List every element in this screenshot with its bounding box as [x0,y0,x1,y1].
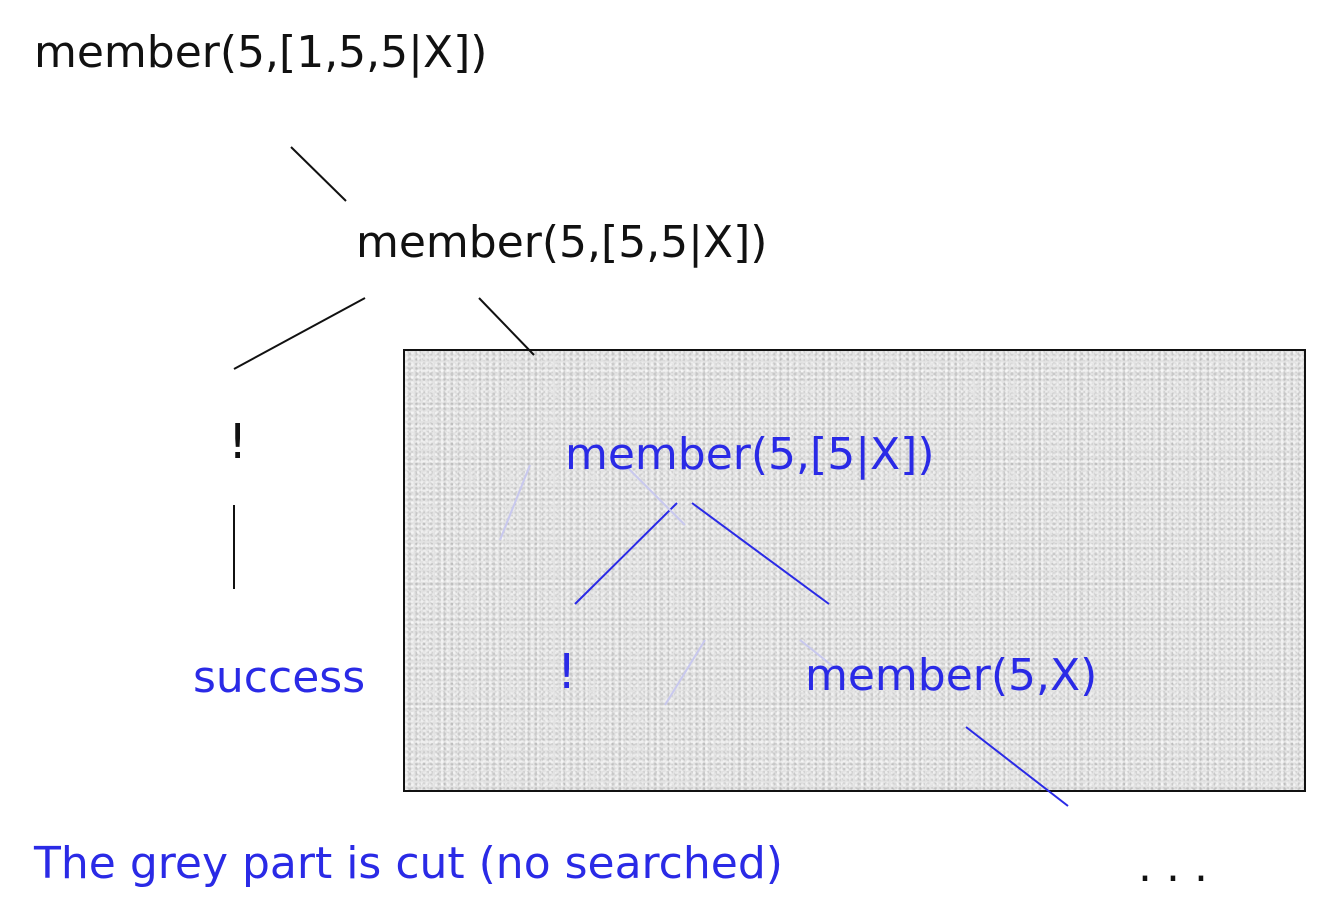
ellipsis-text: . . . [1138,841,1208,892]
edge-root-to-child [290,146,347,202]
faint-edge-4 [799,639,836,669]
root-node: member(5,[1,5,5|X]) [34,27,488,78]
grey-node: member(5,[5|X]) [565,429,935,480]
edge-child-to-left-cut [233,297,366,370]
child-node: member(5,[5,5|X]) [356,217,768,268]
edge-grey-node-to-leaf [691,502,830,605]
caption-text: The grey part is cut (no searched) [34,838,783,889]
faint-edge-2 [624,464,686,526]
edge-leaf-to-ellipsis [965,726,1069,807]
cut-region-box [403,349,1306,792]
faint-edge-1 [499,464,531,541]
edge-child-to-grey [478,297,535,356]
edge-grey-node-to-cut [574,502,678,605]
grey-leaf-node: member(5,X) [805,650,1098,701]
grey-cut-node: ! [557,644,577,700]
faint-edge-3 [664,639,706,706]
success-node: success [193,652,366,703]
left-cut-node: ! [228,414,248,470]
